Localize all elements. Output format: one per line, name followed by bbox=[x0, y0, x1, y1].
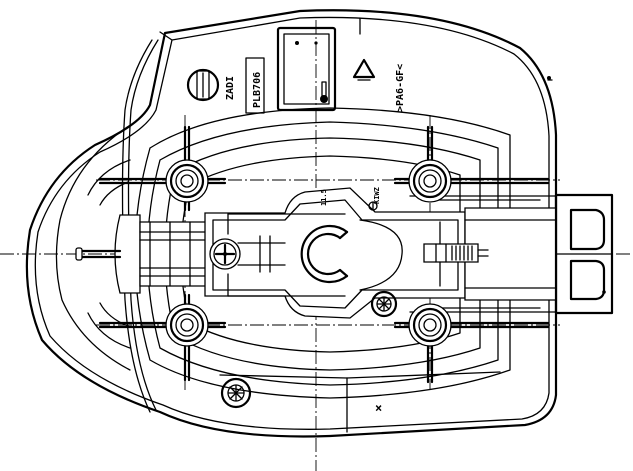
date-stamp-icon-upper bbox=[372, 292, 396, 316]
boss-mark-icon bbox=[369, 202, 377, 210]
cross-marking: × bbox=[375, 401, 382, 415]
right-rail bbox=[410, 196, 556, 312]
screw-icon bbox=[210, 239, 240, 269]
thermometer-icon bbox=[320, 82, 328, 103]
part-number-marking: PLB706 bbox=[252, 72, 263, 108]
left-clip bbox=[76, 215, 210, 293]
date-stamp-icon-lower bbox=[222, 379, 250, 407]
brand-marking: ZADI bbox=[225, 76, 236, 100]
dimension-marking: 11.5 bbox=[320, 189, 328, 206]
part-number-box bbox=[246, 58, 264, 113]
mount-boss-bottom-right bbox=[395, 304, 548, 382]
bottom-region bbox=[220, 372, 500, 432]
mount-boss-top-left bbox=[100, 127, 225, 210]
mount-boss-top-right bbox=[395, 127, 548, 202]
recycle-icon bbox=[354, 60, 374, 80]
c-clip bbox=[238, 226, 347, 282]
label-recess bbox=[278, 28, 335, 110]
arrow-dial-icon bbox=[188, 70, 218, 100]
mount-boss-bottom-left bbox=[100, 295, 225, 380]
connector-tab bbox=[556, 195, 612, 313]
center-carriage bbox=[205, 188, 465, 318]
outer-housing bbox=[27, 10, 556, 436]
boss-mark: KIWZ bbox=[373, 187, 381, 204]
recycle-code-marking: >PA6-GF< bbox=[395, 64, 406, 112]
